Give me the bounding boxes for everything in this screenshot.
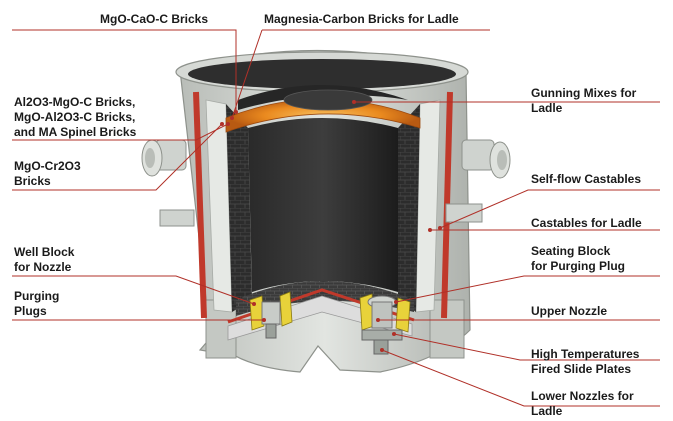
gunning-mix-patch [283,89,373,111]
label-purging-plugs: Purging Plugs [14,289,59,319]
leader-lower-nozzles [381,349,660,407]
label-line: Fired Slide Plates [531,362,632,376]
label-line: MgO-Al2O3-C Bricks, [14,110,136,124]
label-line: Ladle [531,404,563,418]
label-well-block-for-nozzle: Well Block for Nozzle [14,245,74,275]
label-seating-block-for-purging-plug: Seating Block for Purging Plug [531,244,625,274]
label-self-flow-castables: Self-flow Castables [531,172,642,186]
label-line: Seating Block [531,244,611,258]
label-line: Al2O3-MgO-C Bricks, [14,95,136,109]
label-line: Well Block [14,245,75,259]
leader-well-block [12,275,255,305]
left-trunnion [141,139,187,177]
label-magnesia-carbon-bricks: Magnesia-Carbon Bricks for Ladle [264,12,459,26]
label-lower-nozzles-for-ladle: Lower Nozzles for Ladle [531,389,634,419]
ladle-inner-cavity [248,118,398,292]
label-al2o3-mgo-c-bricks: Al2O3-MgO-C Bricks, MgO-Al2O3-C Bricks, … [14,95,136,140]
label-line: High Temperatures [531,347,640,361]
leader-magnesia-carbon [231,29,490,119]
label-gunning-mixes-for-ladle: Gunning Mixes for Ladle [531,86,636,116]
label-mgo-cr2o3-bricks: MgO-Cr2O3 Bricks [14,159,81,189]
label-castables-for-ladle: Castables for Ladle [531,216,642,230]
leader-slide-plates [393,333,660,361]
steel-shell-left [193,91,207,319]
label-line: Plugs [14,304,47,318]
label-high-temperatures-fired-slide-plates: High Temperatures Fired Slide Plates [531,347,639,377]
right-trunnion [461,139,511,179]
leader-lines [12,29,660,407]
label-line: Lower Nozzles for [531,389,634,403]
leader-self-flow [439,189,660,229]
label-line: Bricks [14,174,51,188]
leader-mgo-cao-c [12,29,237,112]
label-line: MgO-Cr2O3 [14,159,81,173]
leader-dots [220,100,442,352]
brick-wall-left [226,104,252,312]
label-line: for Nozzle [14,260,72,274]
label-line: for Purging Plug [531,259,625,273]
label-line: and MA Spinel Bricks [14,125,137,139]
leader-mgo-cr2o3 [12,123,223,191]
label-mgo-cao-c-bricks: MgO-CaO-C Bricks [100,12,209,26]
brick-wall-right [398,104,420,312]
label-line: Gunning Mixes for [531,86,637,100]
label-upper-nozzle: Upper Nozzle [531,304,608,318]
label-line: Ladle [531,101,563,115]
leader-seating [395,275,660,303]
label-line: Purging [14,289,60,303]
